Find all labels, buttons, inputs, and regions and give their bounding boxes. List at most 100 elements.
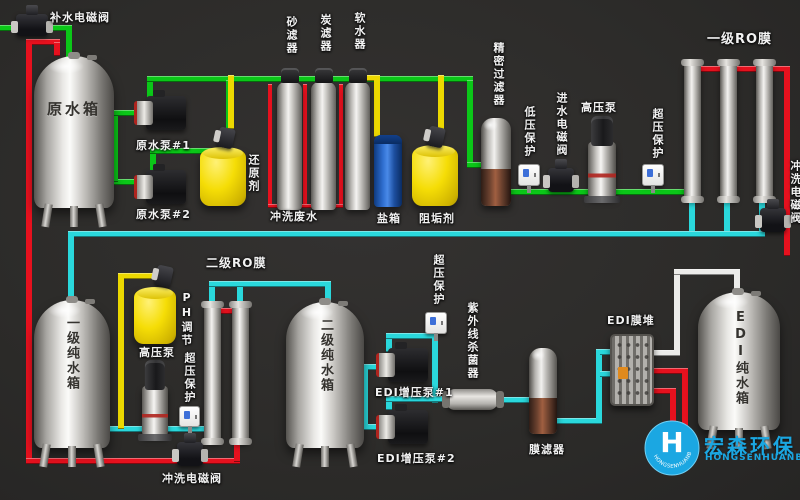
pipe-cyan-uv-out	[494, 397, 534, 403]
pipe-green-riser-pump1	[112, 112, 118, 182]
pipe-white-editank-in	[734, 269, 740, 299]
ro2-label: 二级RO膜	[206, 256, 267, 270]
raw-tank-label: 原水箱	[47, 100, 102, 118]
salt-box	[374, 135, 402, 207]
pipe-red-edi-conc2	[650, 388, 676, 394]
flush-valve-bottom-label: 冲洗电磁阀	[162, 472, 222, 485]
pipe-cyan-edipump1-out	[386, 338, 392, 352]
overpressure-switch-left	[179, 406, 200, 434]
tank-legs	[68, 446, 76, 467]
flush-valve-right-label: 冲洗电磁阀	[789, 160, 800, 225]
edi-pump1-label: EDI增压泵#1	[375, 386, 454, 399]
ph-adjust-label: PH调节	[180, 291, 193, 347]
hp-pump-top	[584, 142, 620, 203]
pipe-cyan-edistack-in1	[600, 349, 616, 355]
overpressure-switch-top	[642, 164, 664, 193]
pipe-cyan-mf-out	[554, 418, 602, 424]
pipe-cyan-op-drop	[432, 333, 438, 403]
pipe-cyan-edistack-riser	[596, 349, 602, 424]
pipe-green-precision-in	[467, 162, 491, 168]
softener-label: 软水器	[353, 12, 366, 51]
hp-pump-bottom	[138, 386, 172, 441]
pipe-cyan-uv-in	[386, 396, 448, 402]
edi-pump-2	[376, 404, 428, 444]
membrane-filter	[529, 348, 557, 434]
pipe-yellow-salt-drop	[374, 75, 380, 137]
tank-legs	[321, 446, 329, 467]
logo-company-name-en: HONGSENHUANBAO	[705, 453, 800, 463]
logo-company-name: 宏森环保	[704, 434, 796, 458]
flush-waste-label: 冲洗废水	[270, 210, 318, 223]
ro1-membrane-3	[753, 59, 776, 203]
valve-coil	[184, 433, 196, 443]
flush-solenoid-valve-right	[755, 199, 791, 232]
pipe-red-backwash-3	[339, 84, 343, 208]
salt-box-label: 盐箱	[377, 212, 401, 225]
precision-filter	[481, 118, 511, 206]
inlet-valve-label: 进水电磁阀	[555, 92, 568, 157]
edi-pump2-label: EDI增压泵#2	[377, 452, 456, 465]
raw-pump2-label: 原水泵#2	[136, 208, 191, 221]
ro1-membrane-2	[717, 59, 740, 203]
pipe-green-to-precision	[467, 80, 473, 166]
pipe-red-backwash-1	[268, 84, 272, 208]
pure-tank1-label: 一级纯水箱	[64, 316, 79, 391]
pure-water-tank-1	[34, 296, 110, 467]
hp-pump-top-label: 高压泵	[581, 101, 617, 114]
pipe-white-edi-riser	[674, 269, 680, 356]
pipe-yellow-ph-drop	[118, 273, 124, 429]
pipe-cyan-ro2-up2	[237, 281, 243, 305]
inlet-solenoid-valve	[543, 159, 579, 192]
low-pressure-switch	[518, 164, 540, 193]
valve-coil	[26, 5, 38, 15]
pipe-green-pump2-out	[150, 152, 156, 172]
pipe-red-ro2-drain	[234, 438, 240, 462]
overpressure-left-label: 超压保护	[183, 352, 196, 404]
pipe-white-edi-top	[674, 269, 740, 275]
pipe-yellow-salt-top	[360, 75, 380, 81]
pipe-yellow-reducer	[228, 75, 234, 129]
antiscalant-label: 阻垢剂	[419, 212, 455, 225]
pipe-cyan-tank2-in	[325, 281, 331, 309]
pipe-red-recycle-top	[26, 39, 60, 45]
precision-filter-label: 精密过滤器	[492, 42, 505, 107]
pipe-cyan-edi-riser	[362, 364, 368, 430]
pipe-green-pump1-in	[112, 110, 138, 116]
edi-tank-label: EDI纯水箱	[733, 310, 748, 406]
pipe-green-makeup-drop	[66, 25, 72, 65]
overpressure-mid-label: 超压保护	[432, 254, 445, 306]
pipe-cyan-manifold	[68, 231, 765, 237]
pipe-cyan-edipump1-in	[368, 364, 380, 370]
pipe-cyan-ro1-drop2	[724, 196, 730, 236]
pipe-cyan-ro1-drop1	[689, 196, 695, 236]
flush-solenoid-valve-bottom	[172, 433, 208, 466]
antiscalant-tank	[412, 145, 458, 206]
uv-sterilizer-label: 紫外线杀菌器	[466, 302, 479, 380]
pipe-cyan-edipump2-out	[386, 396, 392, 410]
pipe-green-pump2-link	[150, 148, 232, 154]
ro2-membrane-2	[229, 301, 252, 445]
ph-tank	[134, 287, 176, 344]
raw-water-tank	[34, 52, 114, 227]
pipe-red-backwash-header	[268, 204, 343, 208]
pipe-white-edi-out	[648, 350, 680, 356]
softener-column	[345, 68, 370, 210]
ro1-label: 一级RO膜	[707, 32, 773, 47]
pipe-cyan-edipump1-top	[386, 333, 438, 339]
reducer-dosing-pump	[216, 126, 236, 150]
edi-pump-1	[376, 342, 428, 382]
reducer-tank	[200, 147, 246, 206]
tank-legs	[70, 206, 78, 227]
pipe-red-recycle-riser	[26, 39, 32, 464]
pipe-cyan-ro2-manifold	[209, 281, 331, 287]
pipe-green-pump1-out	[147, 80, 153, 98]
carbon-filter-label: 炭滤器	[319, 14, 332, 53]
sand-filter-label: 砂滤器	[285, 16, 298, 55]
pipe-red-backwash-2	[303, 84, 307, 208]
makeup-valve-label: 补水电磁阀	[50, 11, 110, 24]
overpressure-switch-mid	[425, 312, 447, 341]
edi-stack-label: EDI膜堆	[607, 314, 655, 327]
ro2-membrane-1	[201, 301, 224, 445]
pipe-yellow-antiscalant	[438, 75, 444, 132]
ph-dosing-pump	[154, 264, 174, 288]
